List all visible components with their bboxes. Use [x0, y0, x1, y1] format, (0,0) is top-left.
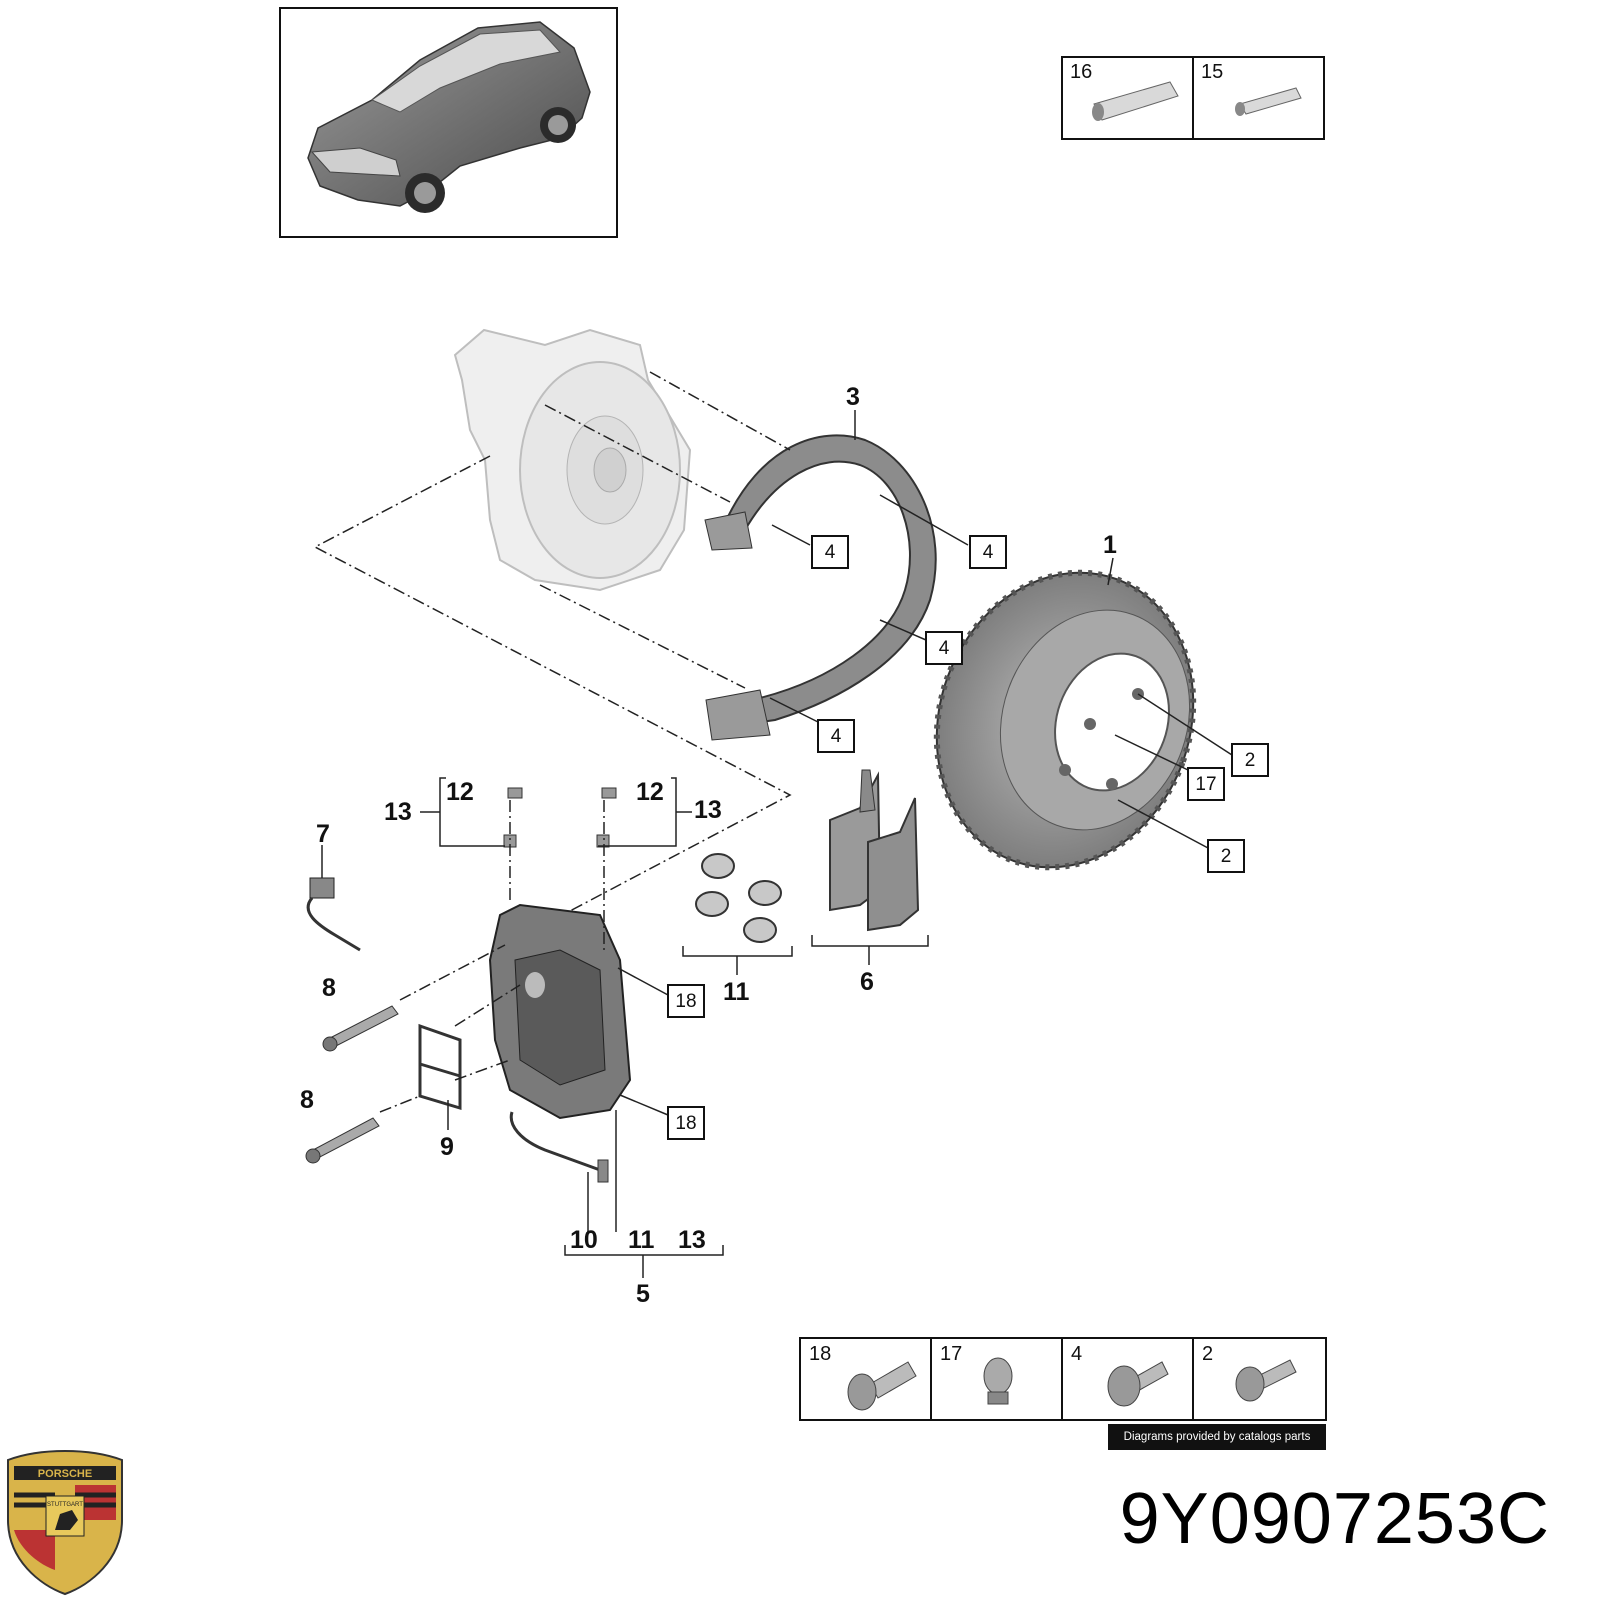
plug-screw-icon	[983, 1357, 1013, 1405]
callout-11-seals: 11	[723, 978, 750, 1006]
callout-10: 10	[570, 1226, 598, 1254]
brake-caliper	[488, 903, 632, 1120]
brake-hose	[509, 1111, 609, 1183]
boxed-callout-4a: 4	[825, 542, 836, 563]
boxed-callouts: 4 4 4 4 2 17 2 18 18	[667, 535, 1269, 1140]
table-cell-18: 18	[809, 1343, 831, 1365]
grease-tube-large-icon	[1092, 81, 1179, 121]
table-cell-2: 2	[1202, 1343, 1213, 1365]
logo-wordmark: PORSCHE	[38, 1468, 92, 1480]
boxed-callout-18b: 18	[675, 1113, 696, 1134]
callout-numbers: 3 1 7 8 8 9 12 12 13 13 11 6 10 11 13 5	[300, 383, 1117, 1308]
guide-pin-upper	[322, 1005, 399, 1052]
callout-12-left: 12	[446, 778, 474, 806]
splined-bolt-icon	[847, 1361, 917, 1411]
callout-6: 6	[860, 968, 874, 996]
boxed-callout-2b: 2	[1221, 846, 1232, 867]
boxed-callout-4c: 4	[939, 638, 950, 659]
flange-bolt-icon	[1107, 1361, 1169, 1407]
brake-disc	[933, 569, 1197, 871]
callout-1: 1	[1103, 531, 1117, 559]
bleed-valves	[503, 787, 617, 848]
callout-13-caliper: 13	[678, 1226, 706, 1254]
table-cell-4: 4	[1071, 1343, 1082, 1365]
guide-pin-lower	[305, 1117, 380, 1164]
table-cell-16: 16	[1070, 61, 1092, 83]
leader-lines	[313, 371, 792, 1113]
callout-13-right: 13	[694, 796, 722, 824]
wear-sensor	[306, 877, 361, 952]
part-number-label: 9Y0907253C	[1119, 1479, 1550, 1559]
callout-8-upper: 8	[322, 974, 336, 1002]
callout-8-lower: 8	[300, 1086, 314, 1114]
wheel-carrier-hub	[453, 328, 692, 592]
porsche-crest-logo: PORSCHE STUTTGART	[7, 1450, 123, 1596]
callout-7: 7	[316, 820, 330, 848]
callout-5: 5	[636, 1280, 650, 1308]
callout-9: 9	[440, 1133, 454, 1161]
callout-11-caliper: 11	[628, 1226, 655, 1254]
grease-tube-small-icon	[1235, 87, 1302, 116]
brake-pads	[829, 769, 920, 932]
boxed-callout-4b: 4	[983, 542, 994, 563]
countersunk-bolt-icon	[1235, 1359, 1297, 1402]
table-cell-17: 17	[940, 1343, 962, 1365]
logo-subtext: STUTTGART	[47, 1502, 83, 1508]
anti-rattle-spring	[418, 1023, 462, 1111]
piston-seals	[695, 853, 782, 943]
boxed-callout-4d: 4	[831, 726, 842, 747]
lubricant-table: 16 15	[1061, 56, 1325, 140]
callout-12-right: 12	[636, 778, 664, 806]
callout-lines	[321, 410, 1233, 1278]
boxed-callout-2a: 2	[1245, 750, 1256, 771]
callout-3: 3	[846, 383, 860, 411]
vehicle-thumbnail	[279, 7, 618, 238]
brake-dust-shield	[704, 434, 937, 741]
boxed-callout-17: 17	[1195, 774, 1216, 795]
boxed-callout-18a: 18	[675, 991, 696, 1012]
fastener-table: 18 17 4 2	[799, 1337, 1327, 1421]
callout-13-left: 13	[384, 798, 412, 826]
table-cell-15: 15	[1201, 61, 1223, 83]
diagram-credit-banner: Diagrams provided by catalogs parts	[1108, 1424, 1326, 1450]
